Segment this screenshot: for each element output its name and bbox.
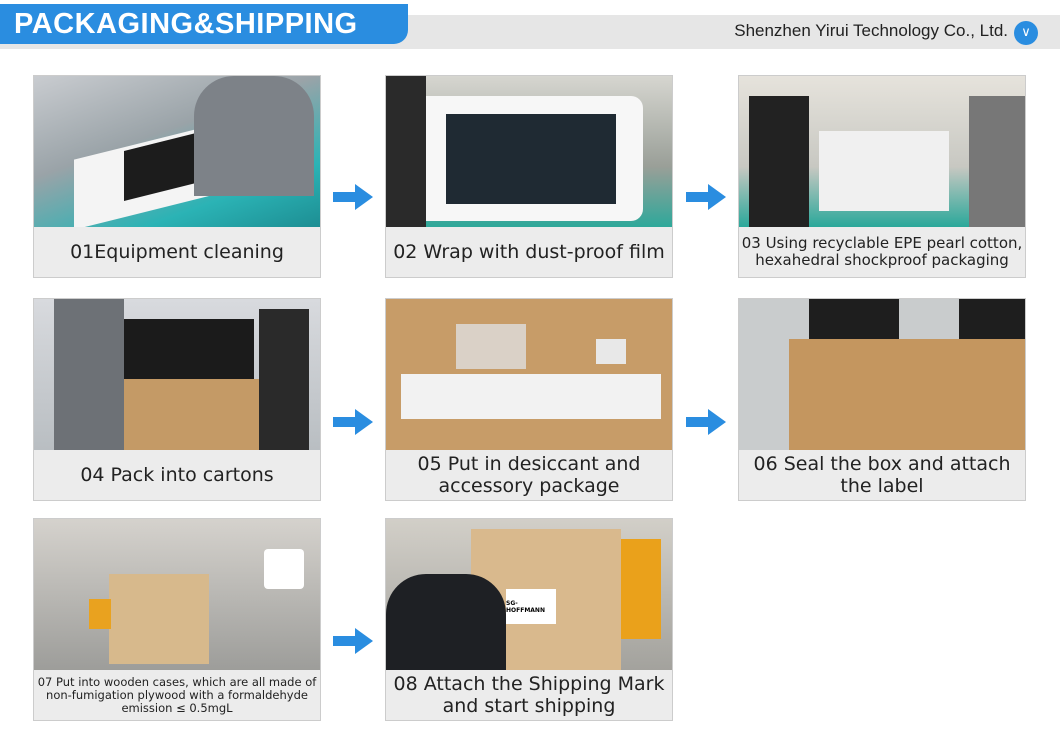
step-card-4: 04 Pack into cartons <box>33 298 321 501</box>
step-photo <box>34 76 320 227</box>
step-card-3: 03 Using recyclable EPE pearl cotton, he… <box>738 75 1026 278</box>
step-photo <box>739 299 1025 450</box>
step-photo <box>34 299 320 450</box>
step-photo: SG-HOFFMANN <box>386 519 672 670</box>
step-card-5: 05 Put in desiccant and accessory packag… <box>385 298 673 501</box>
page-title: PACKAGING&SHIPPING <box>0 4 408 44</box>
step-caption: 02 Wrap with dust-proof film <box>393 241 665 263</box>
step-photo <box>386 76 672 227</box>
step-card-6: 06 Seal the box and attach the label <box>738 298 1026 501</box>
arrow-right-icon <box>333 409 373 435</box>
step-photo <box>34 519 320 670</box>
step-caption: 07 Put into wooden cases, which are all … <box>37 674 317 715</box>
chevron-down-icon[interactable]: ∨ <box>1014 21 1038 45</box>
company-name: Shenzhen Yirui Technology Co., Ltd. <box>734 21 1008 40</box>
step-photo <box>386 299 672 450</box>
arrow-right-icon <box>686 409 726 435</box>
step-photo <box>739 76 1025 227</box>
step-card-2: 02 Wrap with dust-proof film <box>385 75 673 278</box>
step-card-7: 07 Put into wooden cases, which are all … <box>33 518 321 721</box>
shipping-mark-label: SG-HOFFMANN <box>506 589 556 624</box>
step-caption: 03 Using recyclable EPE pearl cotton, he… <box>741 234 1023 269</box>
step-caption: 08 Attach the Shipping Mark and start sh… <box>393 673 665 717</box>
step-caption: 04 Pack into cartons <box>80 464 274 486</box>
step-caption: 05 Put in desiccant and accessory packag… <box>417 453 641 497</box>
arrow-right-icon <box>686 184 726 210</box>
arrow-right-icon <box>333 628 373 654</box>
arrow-right-icon <box>333 184 373 210</box>
step-card-1: 01Equipment cleaning <box>33 75 321 278</box>
step-caption: 01Equipment cleaning <box>70 241 284 263</box>
step-caption: 06 Seal the box and attach the label <box>753 453 1011 497</box>
step-card-8: SG-HOFFMANN 08 Attach the Shipping Mark … <box>385 518 673 721</box>
